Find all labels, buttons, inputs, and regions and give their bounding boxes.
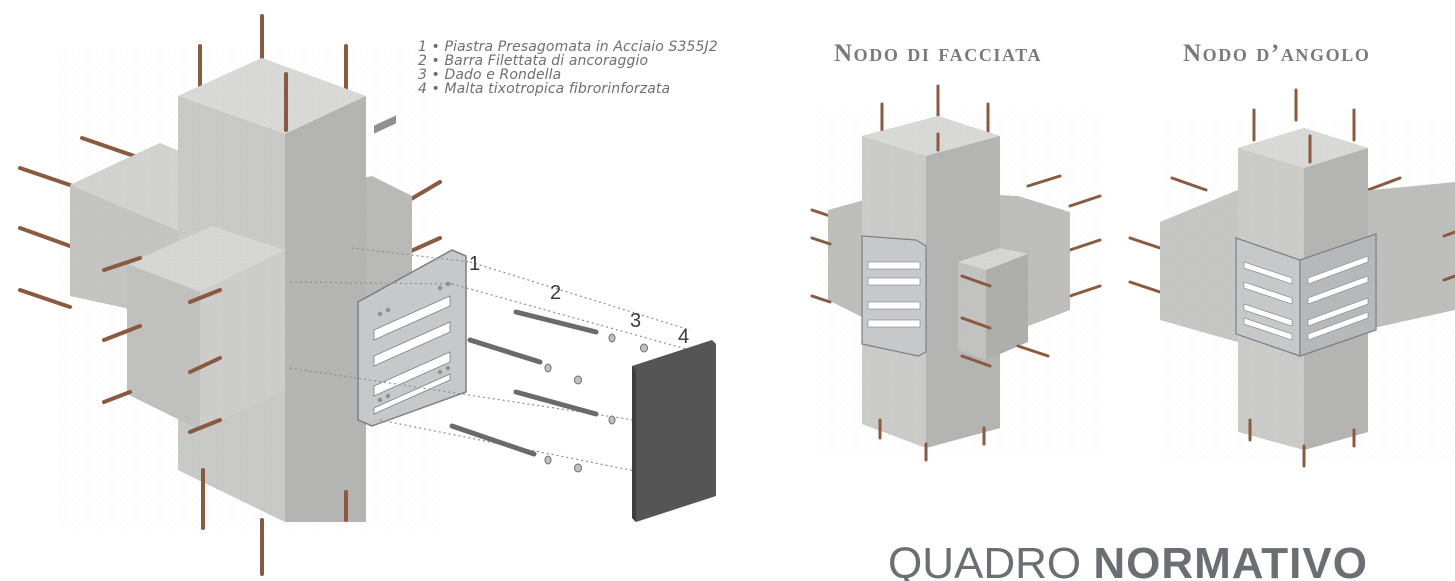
facade-texture [815, 110, 1105, 455]
rebars-front [102, 72, 348, 576]
legend-item-bar: 2 • Barra Filettata di ancoraggio [418, 53, 649, 69]
callout-1: 1 [469, 253, 481, 275]
corner-node-diagram [1128, 88, 1455, 468]
facade-rebars-front [810, 132, 1050, 462]
component-legend: 1 • Piastra Presagomata in Acciaio S355J… [418, 40, 718, 96]
heading-corner-node: Nodo d’angolo [1183, 40, 1371, 67]
section-title: QUADRO NORMATIVO [888, 540, 1455, 581]
mortar-panel [632, 340, 716, 522]
threaded-bars [449, 309, 599, 457]
callout-4: 4 [678, 326, 690, 348]
nuts-washers [544, 333, 648, 473]
callout-3: 3 [630, 310, 642, 332]
legend-item-nut: 3 • Dado e Rondella [418, 67, 562, 83]
section-title-bold: NORMATIVO [1093, 540, 1368, 581]
corner-rebars-front [1248, 134, 1455, 468]
section-title-regular: QUADRO [888, 540, 1094, 581]
exploded-node-diagram [18, 14, 716, 576]
legend-item-mortar: 4 • Malta tixotropica fibrorinforzata [418, 81, 671, 97]
corner-plate [1235, 233, 1377, 357]
assembly-lines [289, 247, 701, 473]
callout-2: 2 [550, 282, 562, 304]
facade-plate [861, 235, 927, 357]
facade-node-diagram [810, 84, 1105, 462]
heading-facade-node: Nodo di facciata [834, 40, 1043, 67]
legend-item-plate: 1 • Piastra Presagomata in Acciaio S355J… [418, 39, 718, 55]
